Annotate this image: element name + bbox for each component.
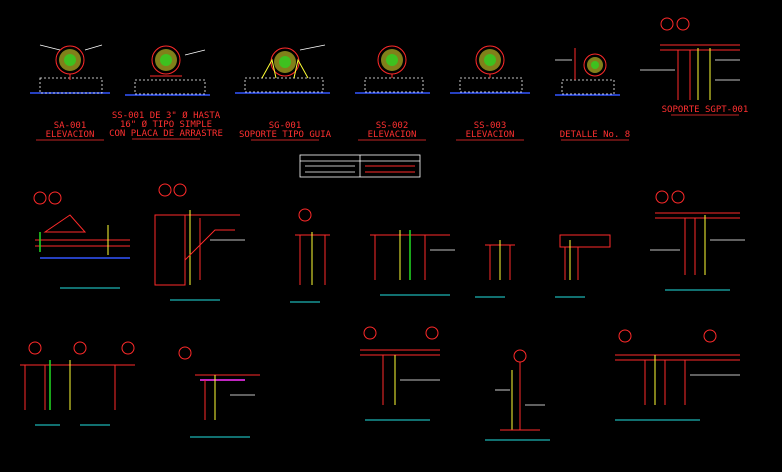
detail-label-3-line-2: SOPORTE TIPO GUIA bbox=[239, 130, 332, 140]
detail-label-2-line-1: SS-001 DE 3" Ø HASTA bbox=[112, 110, 221, 121]
detail-mid-5 bbox=[475, 240, 515, 298]
detail-label-5-line-2: ELEVACION bbox=[466, 130, 515, 140]
detail-label-2-line-2: 16" Ø TIPO SIMPLE bbox=[120, 119, 212, 130]
detail-mid-3 bbox=[290, 208, 330, 303]
detail-label-4-line-1: SS-002 bbox=[376, 121, 409, 131]
detail-label-5-line-1: SS-003 bbox=[474, 121, 507, 131]
detail-label-1-line-2: ELEVACION bbox=[46, 130, 95, 140]
detail-mid-7 bbox=[650, 190, 745, 291]
detail-label-7-line-1: SOPORTE SGPT-001 bbox=[662, 105, 749, 115]
detail-label-6-line-1: DETALLE No. 8 bbox=[560, 130, 630, 140]
detail-bot-3 bbox=[360, 326, 440, 421]
detail-bot-2 bbox=[178, 346, 260, 438]
legend-table bbox=[299, 154, 421, 178]
detail-sg-001 bbox=[235, 44, 330, 94]
detail-label-2-line-3: CON PLACA DE ARRASTRE bbox=[109, 129, 223, 139]
detail-ss-002 bbox=[355, 45, 430, 94]
detail-mid-4 bbox=[370, 230, 455, 296]
detail-bot-4 bbox=[485, 349, 550, 441]
detail-bot-1 bbox=[20, 341, 135, 426]
detail-no-8 bbox=[555, 48, 620, 96]
detail-bot-5 bbox=[615, 329, 740, 421]
detail-sa-001 bbox=[30, 44, 110, 94]
detail-label-4-line-2: ELEVACION bbox=[368, 130, 417, 140]
detail-ss-001 bbox=[125, 45, 210, 96]
detail-mid-6 bbox=[555, 234, 611, 298]
detail-label-1-line-1: SA-001 bbox=[54, 121, 87, 131]
detail-label-3-line-1: SG-001 bbox=[269, 121, 302, 131]
detail-sgpt-001 bbox=[640, 17, 740, 100]
detail-mid-1 bbox=[33, 191, 130, 289]
detail-mid-2 bbox=[154, 183, 245, 301]
detail-ss-003 bbox=[450, 45, 530, 94]
